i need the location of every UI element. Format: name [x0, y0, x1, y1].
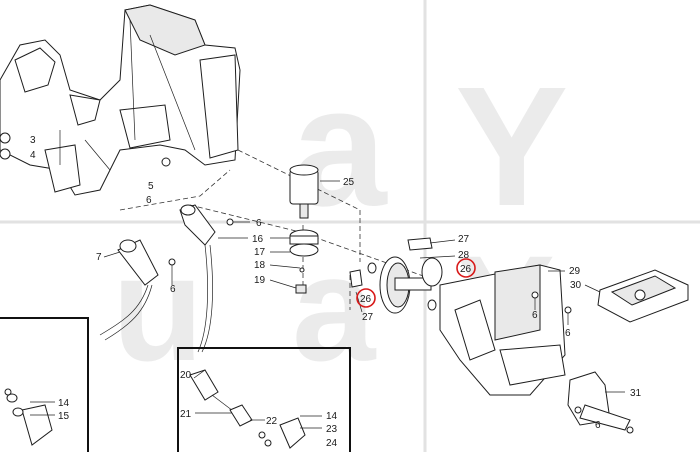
gear-stack	[269, 229, 319, 294]
callout-6: 6	[170, 284, 176, 295]
highlight-circle-26	[456, 258, 476, 278]
callout-26: 26	[460, 264, 472, 275]
valve-16	[179, 204, 250, 246]
callout-14: 14	[326, 411, 338, 422]
callout-17: 17	[254, 247, 266, 258]
callout-15: 15	[58, 411, 70, 422]
callout-18: 18	[254, 260, 266, 271]
callout-6: 6	[256, 218, 262, 229]
callout-29: 29	[569, 266, 581, 277]
valve-7	[103, 239, 176, 286]
callout-20: 20	[180, 370, 192, 381]
tube	[99, 284, 149, 336]
callout-4: 4	[30, 150, 36, 161]
callout-19: 19	[254, 275, 266, 286]
callout-30: 30	[570, 280, 582, 291]
drip-tray	[584, 269, 689, 323]
callout-28: 28	[458, 250, 470, 261]
drive-wheel	[349, 237, 456, 314]
inset-right	[177, 347, 351, 452]
callout-27: 27	[458, 234, 470, 245]
main-frame	[0, 4, 241, 196]
tube	[197, 244, 208, 353]
callout-6: 6	[565, 328, 571, 339]
bracket	[567, 371, 634, 434]
base-housing	[439, 264, 572, 396]
callout-14: 14	[58, 398, 70, 409]
callout-6: 6	[146, 195, 152, 206]
watermark-glyph: Y	[455, 52, 568, 242]
callout-5: 5	[148, 181, 154, 192]
callout-6: 6	[532, 310, 538, 321]
callout-31: 31	[630, 388, 642, 399]
callout-22: 22	[266, 416, 278, 427]
callout-labels: 3 4 5 6 6 6 6 6 6 7 14 15 16 17 18 19 20…	[30, 135, 642, 449]
callout-21: 21	[180, 409, 192, 420]
callout-24: 24	[326, 438, 338, 449]
callout-3: 3	[30, 135, 36, 146]
callout-7: 7	[96, 252, 102, 263]
highlight-circle-26	[356, 288, 376, 308]
motor	[289, 164, 340, 219]
callout-26: 26	[360, 294, 372, 305]
callout-25: 25	[343, 177, 355, 188]
callout-6: 6	[595, 420, 601, 431]
callout-23: 23	[326, 424, 338, 435]
tube	[104, 284, 153, 341]
tube	[201, 244, 213, 353]
inset-left	[0, 317, 89, 452]
callout-16: 16	[252, 234, 264, 245]
callout-27: 27	[362, 312, 374, 323]
